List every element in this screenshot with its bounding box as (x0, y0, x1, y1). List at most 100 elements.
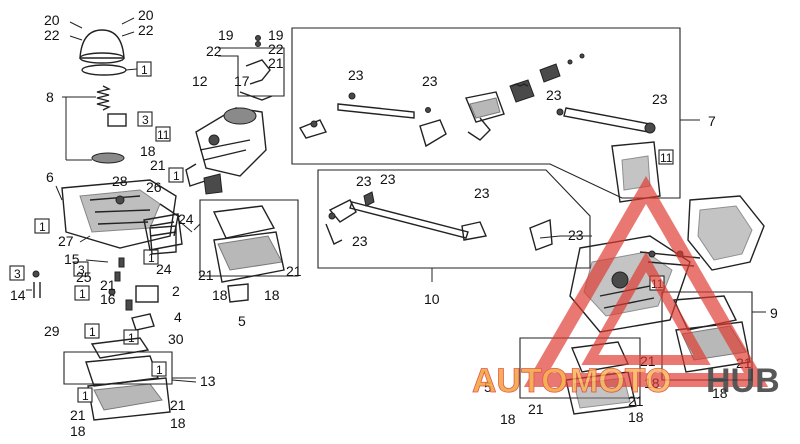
callout: 23 (568, 227, 584, 243)
needle-block (107, 113, 127, 127)
callout: 22 (44, 27, 60, 43)
callout: 15 (64, 251, 80, 267)
choke-linkage (325, 191, 553, 251)
callout: 23 (352, 233, 368, 249)
callout: 23 (380, 171, 396, 187)
callout: 27 (58, 233, 74, 249)
float (143, 213, 183, 251)
ref-box-label: 1 (82, 389, 89, 403)
cap-gasket (81, 64, 127, 76)
needle-valve (135, 285, 159, 303)
callout: 13 (200, 373, 216, 389)
callout: 17 (234, 73, 250, 89)
ref-box-label: 1 (39, 220, 46, 234)
callout: 23 (652, 91, 668, 107)
ref-box (34, 218, 50, 234)
callout: 18 (140, 143, 156, 159)
linkage-frame-10 (317, 169, 591, 269)
callout: 18 (70, 423, 86, 439)
callout: 21 (268, 55, 284, 71)
callout: 25 (76, 269, 92, 285)
ref-box-label: 11 (660, 151, 673, 165)
linkage-frame-7 (291, 27, 681, 199)
ref-box-label: 3 (78, 263, 85, 277)
ref-box (658, 149, 674, 165)
callout: 18 (712, 385, 728, 401)
callout: 26 (146, 179, 162, 195)
ref-box-label: 11 (157, 128, 170, 142)
callout: 10 (424, 291, 440, 307)
callout: 18 (628, 409, 644, 425)
callout: 16 (100, 291, 116, 307)
callout: 18 (170, 415, 186, 431)
ref-box-label: 3 (142, 113, 149, 127)
ref-box-label: 1 (173, 169, 180, 183)
callout: 21 (628, 393, 644, 409)
callout: 23 (474, 185, 490, 201)
watermark-text-moto: MOTO (570, 362, 671, 400)
float-needle (149, 225, 177, 255)
dome-cap (79, 29, 125, 64)
callout: 5 (484, 379, 492, 395)
leader-lines (26, 17, 592, 383)
watermark-triangle (523, 176, 769, 387)
callout: 6 (46, 169, 54, 185)
callout: 4 (174, 309, 182, 325)
callout: 29 (44, 323, 60, 339)
callout: 23 (356, 173, 372, 189)
float-chamber-bottom-left (63, 323, 173, 421)
callout: 5 (238, 313, 246, 329)
ref-box (77, 387, 93, 403)
callout: 12 (192, 73, 208, 89)
ref-box (9, 265, 25, 281)
callout: 21 (100, 277, 116, 293)
float-bowl-left (199, 199, 299, 303)
callout: 30 (168, 331, 184, 347)
carburetor-main (185, 107, 267, 195)
callout: 21 (170, 397, 186, 413)
callout: 22 (138, 22, 154, 38)
callout: 18 (264, 287, 280, 303)
callout: 20 (44, 12, 60, 28)
callout: 19 (268, 27, 284, 43)
callout: 18 (212, 287, 228, 303)
callout: 21 (198, 267, 214, 283)
callout: 2 (172, 283, 180, 299)
ref-box (73, 261, 89, 277)
watermark-text-hub: HUB (706, 362, 780, 400)
ref-box (155, 126, 171, 142)
ref-box-label: 3 (14, 267, 21, 281)
ref-box-label: 1 (148, 251, 155, 265)
callout: 23 (348, 67, 364, 83)
callout: 19 (218, 27, 234, 43)
ref-box-label: 1 (79, 287, 86, 301)
callout: 24 (178, 211, 194, 227)
ref-box-label: 1 (128, 331, 135, 345)
callout: 23 (546, 87, 562, 103)
callout: 8 (46, 89, 54, 105)
watermark-text-auto: AUTO (472, 362, 568, 400)
jet-parts (32, 257, 133, 311)
callout: 14 (10, 287, 26, 303)
watermark-logo: AUTO MOTO HUB (472, 176, 780, 400)
callout: 21 (70, 407, 86, 423)
throttle-linkage (298, 53, 656, 148)
ref-box-label: 1 (89, 325, 96, 339)
ref-box-label: 1 (156, 363, 163, 377)
carburetor-body-left (61, 179, 179, 249)
ref-box (74, 285, 90, 301)
callout: 22 (268, 41, 284, 57)
ref-box (151, 361, 167, 377)
spring (96, 85, 112, 111)
callout: 21 (150, 157, 166, 173)
callout: 23 (422, 73, 438, 89)
callout: 18 (500, 411, 516, 427)
callout: 28 (112, 173, 128, 189)
diaphragm (91, 152, 125, 164)
callout: 9 (770, 305, 778, 321)
callout: 24 (156, 261, 172, 277)
callout: 20 (138, 7, 154, 23)
callout: 21 (286, 263, 302, 279)
